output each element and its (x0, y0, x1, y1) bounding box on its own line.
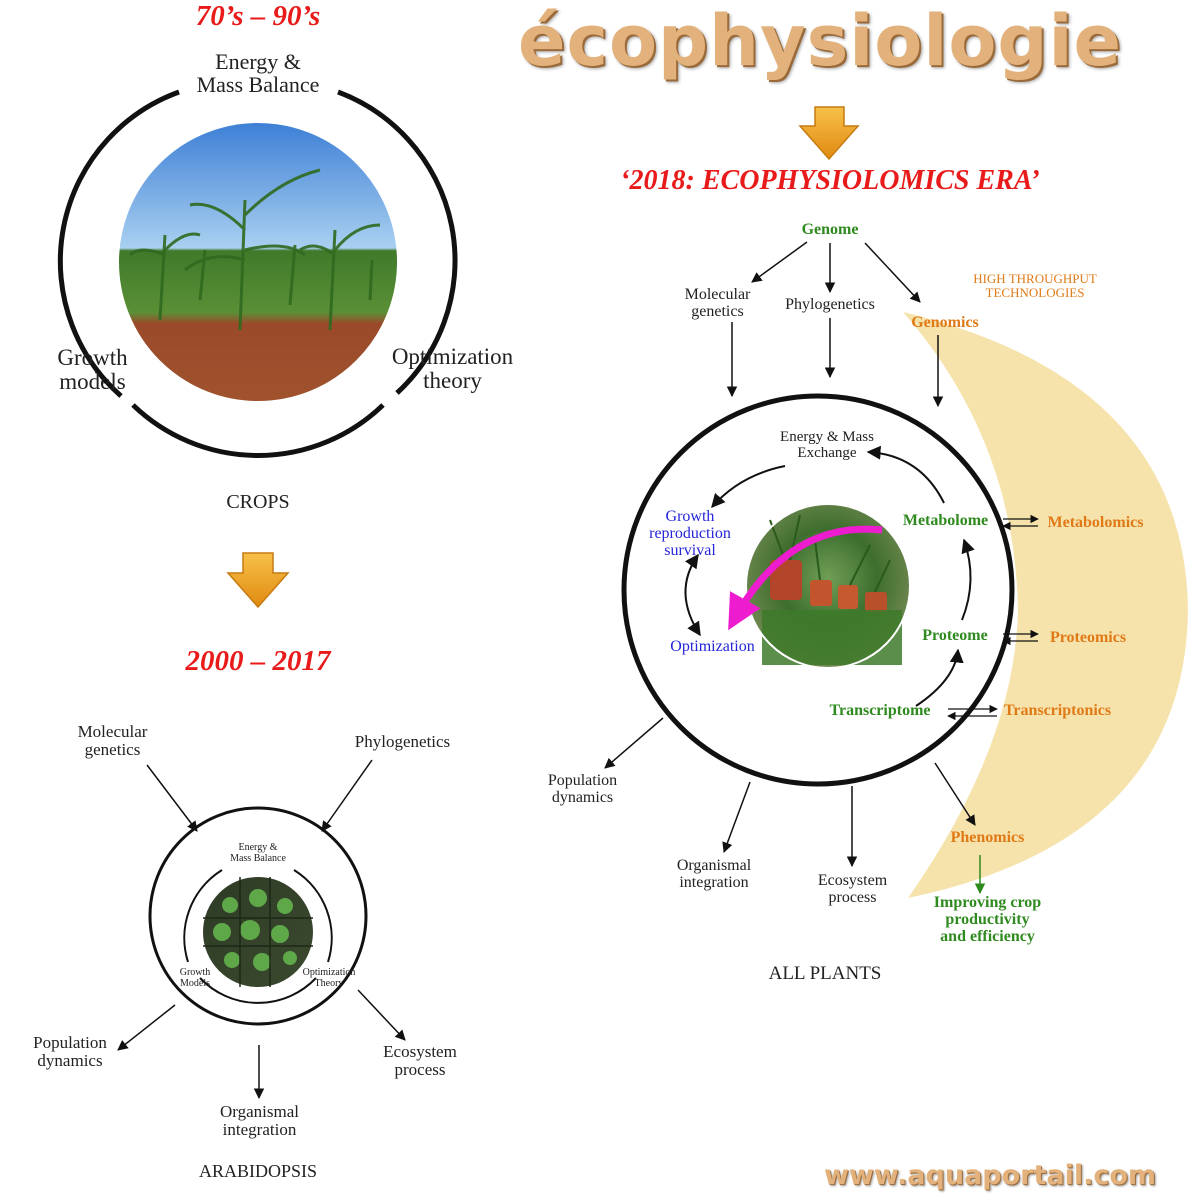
high-throughput-band (903, 312, 1188, 898)
arabidopsis-population-dynamics: Population dynamics (10, 1034, 130, 1070)
arabidopsis-growth-label: Growth Models (163, 968, 227, 989)
crops-optimization-label: Optimization theory (375, 345, 530, 393)
arabidopsis-molecular-genetics: Molecular genetics (40, 723, 185, 759)
high-throughput-label: HIGH THROUGHPUT TECHNOLOGIES (955, 272, 1115, 299)
corn-field-photo (118, 122, 398, 402)
genomics-label: Genomics (895, 315, 995, 332)
all-plants-phylogenetics: Phylogenetics (770, 297, 890, 314)
crops-growth-label: Growth models (30, 346, 155, 394)
arabidopsis-optimization-label: Optimization Theory (293, 968, 365, 989)
page-title: écophysiologie (500, 0, 1140, 82)
era-label-crops: 70’s – 90’s (158, 0, 358, 33)
transcriptonics-label: Transcriptonics (995, 703, 1120, 720)
all-plants-caption: ALL PLANTS (745, 964, 905, 984)
arabidopsis-organismal-integration: Organismal integration (192, 1103, 327, 1139)
crops-caption: CROPS (158, 492, 358, 513)
all-plants-output-arrows (605, 718, 975, 866)
proteome-label: Proteome (905, 628, 1005, 645)
arabidopsis-phylogenetics: Phylogenetics (335, 733, 470, 751)
optimization-label: Optimization (655, 639, 770, 656)
improving-crop-label: Improving crop productivity and efficien… (915, 895, 1060, 945)
website-watermark: www.aquaportail.com (800, 1160, 1180, 1191)
potted-plants-photo (746, 504, 910, 668)
all-plants-population-dynamics: Population dynamics (530, 773, 635, 807)
energy-mass-exchange-label: Energy & Mass Exchange (757, 430, 897, 462)
metabolome-label: Metabolome (888, 513, 1003, 530)
growth-reproduction-label: Growth reproduction survival (640, 509, 740, 559)
metabolomics-label: Metabolomics (1038, 515, 1153, 532)
proteomics-label: Proteomics (1038, 630, 1138, 647)
all-plants-organismal-integration: Organismal integration (655, 858, 773, 892)
arabidopsis-energy-label: Energy & Mass Balance (208, 843, 308, 864)
down-arrow-2 (800, 107, 858, 159)
era-label-arabidopsis: 2000 – 2017 (148, 645, 368, 678)
all-plants-ecosystem-process: Ecosystem process (800, 873, 905, 907)
transcriptome-label: Transcriptome (815, 703, 945, 720)
arabidopsis-caption: ARABIDOPSIS (158, 1162, 358, 1181)
phenomics-label: Phenomics (935, 830, 1040, 847)
era-label-all-plants: ‘2018: ECOPHYSIOLOMICS ERA’ (590, 165, 1070, 197)
genome-label: Genome (780, 222, 880, 239)
crops-energy-label: Energy & Mass Balance (158, 50, 358, 96)
all-plants-molecular-genetics: Molecular genetics (665, 287, 770, 321)
down-arrow-1 (228, 553, 288, 607)
arabidopsis-ecosystem-process: Ecosystem process (360, 1043, 480, 1079)
